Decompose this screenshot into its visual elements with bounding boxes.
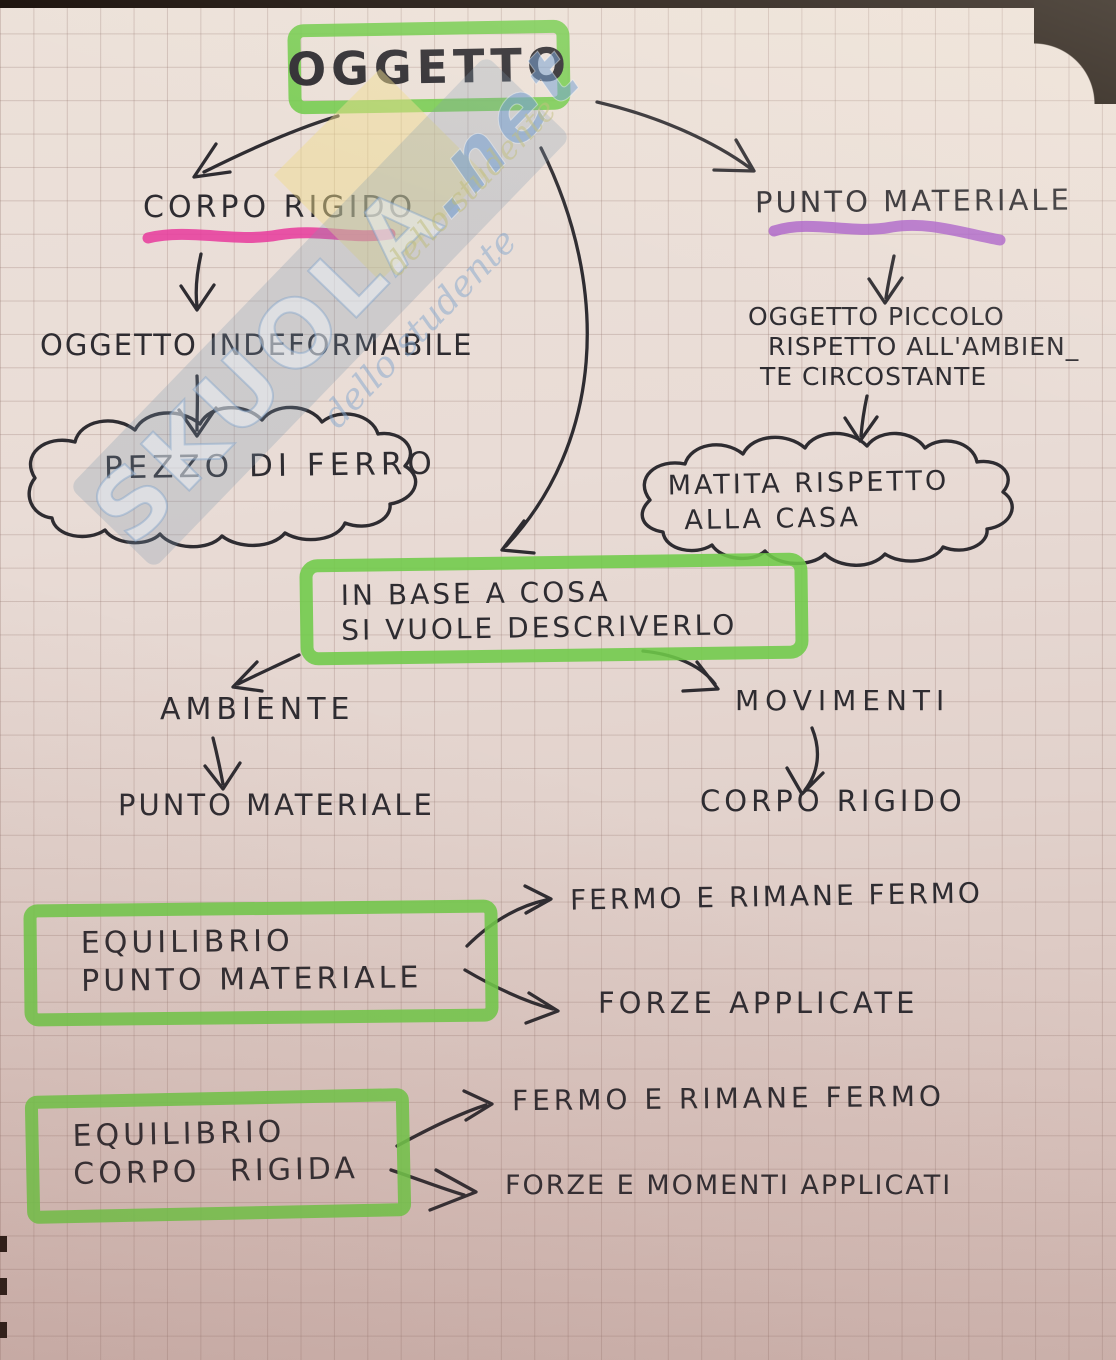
node-in-base-line2: SI VUOLE DESCRIVERLO [341,608,738,647]
arrow-corpo-rigido-down-icon [179,252,216,312]
node-corpo-rigido: CORPO RIGIDO [143,190,417,225]
node-oggetto-piccolo-line2: RISPETTO ALL'AMBIEN_ [768,332,1080,361]
arrow-eq-punto-to-forze-icon [463,968,560,1025]
arrow-eq-corpo-to-fermo-icon [395,1089,494,1148]
node-oggetto-label: OGGETTO [286,37,572,97]
node-punto-materiale-result: PUNTO MATERIALE [118,788,435,822]
cloud-pezzo-di-ferro-icon [27,405,418,549]
cloud-matita-icon [640,431,1014,567]
node-oggetto-indeformabile: OGGETTO INDEFORMABILE [40,328,474,362]
arrow-ambiente-down-icon [203,736,242,791]
underline-punto-materiale-icon [768,219,1006,246]
node-matita-line2: ALLA CASA [684,502,862,537]
node-movimenti: MOVIMENTI [735,684,951,717]
node-eq-punto-line2: PUNTO MATERIALE [80,960,423,999]
node-pezzo-di-ferro: PEZZO DI FERRO [103,445,438,487]
arrow-indeformabile-to-cloud-icon [177,374,218,438]
node-oggetto-piccolo-line1: OGGETTO PICCOLO [748,302,1005,331]
arrow-oggetto-to-punto-materiale-icon [595,100,756,173]
node-oggetto-piccolo: OGGETTO PICCOLO RISPETTO ALL'AMBIEN_ TE … [748,302,1079,392]
node-matita: MATITA RISPETTO ALLA CASA [667,464,950,539]
node-forze-applicate: FORZE APPLICATE [598,986,919,1020]
arrow-movimenti-down-icon [785,726,825,796]
node-matita-line1: MATITA RISPETTO [667,465,950,502]
node-oggetto-piccolo-line3: TE CIRCOSTANTE [760,362,988,391]
notebook-edge-marks [0,1230,10,1360]
node-corpo-rigido-result: CORPO RIGIDO [700,784,966,818]
arrow-oggetto-to-corpo-rigido-icon [192,114,340,179]
node-in-base-a-cosa: IN BASE A COSA SI VUOLE DESCRIVERLO [299,552,809,666]
arrow-eq-punto-to-fermo-icon [465,884,553,948]
node-equilibrio-punto-materiale: EQUILIBRIO PUNTO MATERIALE [23,899,499,1027]
node-eq-corpo-line2: CORPO RIGIDA [72,1151,360,1193]
node-ambiente: AMBIENTE [160,692,355,727]
underline-corpo-rigido-icon [142,227,396,244]
node-fermo-rimane-fermo-2: FERMO E RIMANE FERMO [511,1079,946,1118]
photo-corner-shadow [1034,0,1116,104]
node-punto-materiale: PUNTO MATERIALE [754,182,1072,220]
photo-top-edge [0,0,1116,8]
arrow-oggetto-to-center-box-icon [500,146,589,555]
node-eq-punto-line1: EQUILIBRIO [80,923,294,961]
arrow-eq-corpo-to-forze-icon [389,1168,478,1212]
node-oggetto: OGGETTO [286,19,572,115]
arrow-center-to-movimenti-icon [641,649,720,693]
node-equilibrio-corpo-rigido: EQUILIBRIO CORPO RIGIDA [24,1087,412,1225]
arrow-punto-materiale-down-icon [867,254,904,305]
node-forze-momenti-applicati: FORZE E MOMENTI APPLICATI [505,1170,953,1201]
arrow-center-to-ambiente-icon [231,653,301,693]
